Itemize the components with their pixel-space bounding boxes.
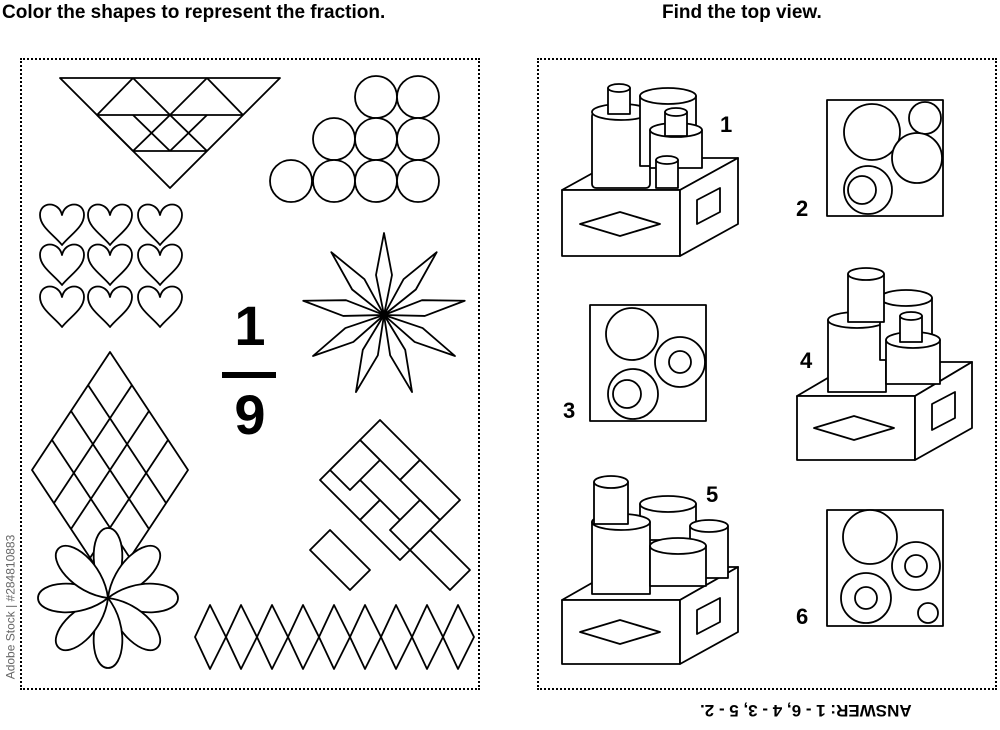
label-2: 2: [796, 196, 809, 221]
triangle-grid-shape: [59, 77, 281, 189]
answer-text: ANSWER: 1 - 6, 4 - 3, 5 - 2.: [700, 701, 912, 720]
hearts-shape: [39, 203, 183, 328]
box-figure-1: [561, 83, 739, 257]
label-3: 3: [563, 398, 576, 423]
flower-shape: [37, 527, 179, 669]
fraction-bar: [222, 372, 276, 378]
left-heading: Color the shapes to represent the fracti…: [2, 2, 386, 23]
fraction-denominator: 9: [234, 383, 266, 446]
circles-shape: [269, 75, 440, 203]
fraction-numerator: 1: [234, 294, 266, 357]
top-view-2: [826, 99, 944, 217]
rhombus-star-shape: [302, 232, 466, 393]
label-4: 4: [800, 348, 813, 373]
label-5: 5: [706, 482, 719, 507]
right-heading: Find the top view.: [662, 2, 822, 23]
top-view-6: [826, 509, 944, 627]
diamond-row-shape: [194, 604, 475, 670]
watermark-text: Adobe Stock | #284810883: [3, 534, 18, 680]
box-figure-4: [796, 267, 973, 461]
label-1: 1: [720, 112, 733, 137]
diamond-lattice-shape: [31, 351, 189, 589]
top-view-panel: [537, 58, 997, 690]
box-figure-5: [561, 475, 739, 665]
label-6: 6: [796, 604, 809, 629]
herringbone-shape: [309, 419, 471, 591]
top-view-3: [589, 304, 707, 422]
fraction-panel: [20, 58, 480, 690]
